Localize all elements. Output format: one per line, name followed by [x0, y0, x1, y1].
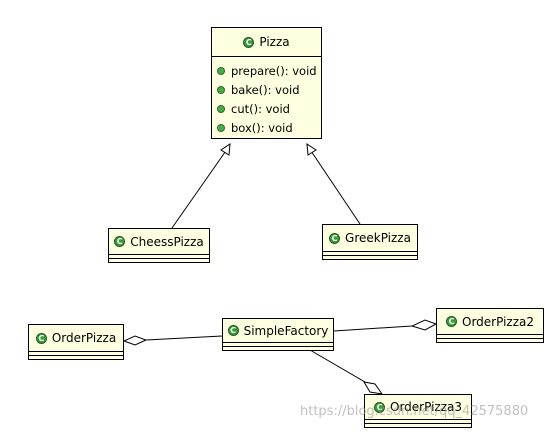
method-compartment: prepare(): void bake(): void cut(): void…	[212, 56, 321, 137]
class-icon: C	[446, 316, 457, 327]
attribute-compartment	[29, 351, 123, 355]
class-name: GreekPizza	[345, 231, 411, 245]
class-cheesspizza-header: C CheessPizza	[109, 229, 209, 254]
class-icon: C	[35, 332, 47, 344]
method-compartment	[109, 258, 209, 262]
method-compartment	[365, 423, 471, 427]
method-row: prepare(): void	[212, 61, 321, 80]
class-name: OrderPizza2	[462, 314, 534, 329]
class-name: OrderPizza3	[390, 400, 462, 414]
class-cheesspizza[interactable]: C CheessPizza	[108, 228, 210, 263]
aggregation-diamond-orderpizza2	[410, 319, 438, 331]
method-row: box(): void	[212, 118, 321, 137]
class-icon: C	[329, 232, 341, 244]
class-orderpizza-header: C OrderPizza	[29, 325, 123, 351]
public-method-icon	[217, 104, 225, 113]
aggregation-diamond-orderpizza	[122, 335, 148, 346]
aggregation-line-orderpizza2	[333, 325, 413, 332]
class-icon: C	[374, 401, 385, 413]
generalization-arrowhead-greekpizza	[306, 143, 317, 156]
class-name: OrderPizza	[51, 331, 117, 345]
class-icon: C	[227, 325, 239, 336]
method-row: bake(): void	[212, 80, 321, 99]
attribute-compartment	[365, 419, 471, 423]
attribute-compartment	[323, 251, 417, 255]
class-icon: C	[243, 36, 255, 48]
method-compartment	[29, 355, 123, 359]
class-icon: C	[114, 236, 126, 247]
method-signature: box(): void	[231, 120, 293, 135]
aggregation-line-orderpizza	[145, 335, 223, 341]
class-greekpizza[interactable]: C GreekPizza	[322, 224, 418, 260]
generalization-arrowhead-cheesspizza	[220, 143, 231, 156]
aggregation-diamond-orderpizza3	[363, 381, 384, 395]
aggregation-line-orderpizza3	[309, 349, 366, 383]
method-compartment	[437, 338, 543, 342]
public-method-icon	[217, 66, 225, 75]
method-compartment	[223, 346, 333, 350]
public-method-icon	[217, 85, 225, 94]
watermark-text: https://blog.csdn.net/qq_42575880	[300, 404, 529, 419]
class-name: CheessPizza	[130, 234, 204, 249]
class-orderpizza[interactable]: C OrderPizza	[28, 324, 124, 360]
class-name: SimpleFactory	[243, 323, 329, 338]
generalization-line-greekpizza	[306, 144, 361, 225]
attribute-compartment	[223, 342, 333, 346]
method-compartment	[323, 255, 417, 259]
method-signature: bake(): void	[231, 82, 300, 97]
method-signature: cut(): void	[231, 101, 290, 116]
generalization-line-cheesspizza	[171, 144, 231, 229]
class-pizza-header: C Pizza	[212, 28, 321, 56]
class-orderpizza2-header: C OrderPizza2	[437, 309, 543, 334]
class-orderpizza3[interactable]: C OrderPizza3	[364, 394, 472, 428]
public-method-icon	[217, 123, 225, 132]
method-row: cut(): void	[212, 99, 321, 118]
class-pizza[interactable]: C Pizza prepare(): void bake(): void cut…	[211, 27, 322, 139]
class-simplefactory[interactable]: C SimpleFactory	[222, 318, 334, 351]
method-signature: prepare(): void	[231, 63, 317, 78]
attribute-compartment	[437, 334, 543, 338]
class-greekpizza-header: C GreekPizza	[323, 225, 417, 251]
class-orderpizza2[interactable]: C OrderPizza2	[436, 308, 544, 343]
attribute-compartment	[109, 254, 209, 258]
class-orderpizza3-header: C OrderPizza3	[365, 395, 471, 419]
class-simplefactory-header: C SimpleFactory	[223, 319, 333, 342]
class-name: Pizza	[259, 35, 290, 49]
